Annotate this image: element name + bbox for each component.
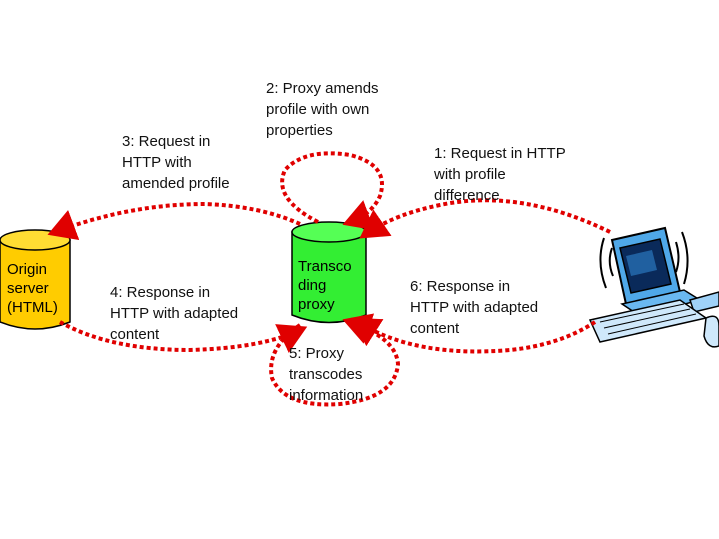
proxy-label-line: proxy <box>298 296 335 313</box>
step-5-label: 5: Proxy transcodes information <box>289 343 363 406</box>
step-6-line: content <box>410 320 460 337</box>
step-1-line: with profile <box>434 166 506 183</box>
step-5-line: information <box>289 387 364 404</box>
step-4-line: content <box>110 326 160 343</box>
arrow-3-request <box>47 201 301 240</box>
step-2-line: properties <box>266 122 333 139</box>
origin-server-label: Origin server (HTML) <box>7 260 58 317</box>
step-1-label: 1: Request in HTTP with profile differen… <box>434 143 566 206</box>
arrow-6-response <box>351 317 597 354</box>
step-2-label: 2: Proxy amends profile with own propert… <box>266 78 379 141</box>
step-3-line: amended profile <box>122 175 230 192</box>
computer-workstation-icon <box>588 226 719 348</box>
step-1-line: difference <box>434 187 500 204</box>
arrow-1-request <box>359 198 611 239</box>
step-1-line: 1: Request in HTTP <box>434 145 566 162</box>
step-3-line: HTTP with <box>122 154 192 171</box>
arrow-4-response <box>59 320 308 354</box>
proxy-label-line: Transco <box>298 258 352 275</box>
step-3-label: 3: Request in HTTP with amended profile <box>122 131 230 194</box>
step-4-line: 4: Response in <box>110 284 211 301</box>
origin-server-cylinder <box>0 229 71 330</box>
origin-label-line: (HTML) <box>7 299 58 316</box>
step-6-label: 6: Response in HTTP with adapted content <box>410 276 538 339</box>
origin-label-line: server <box>7 280 49 297</box>
step-6-line: 6: Response in <box>410 278 511 295</box>
proxy-label: Transco ding proxy <box>298 257 352 314</box>
step-6-line: HTTP with adapted <box>410 299 539 316</box>
arrow-5-transcode-loop <box>269 313 401 407</box>
step-4-label: 4: Response in HTTP with adapted content <box>110 282 238 345</box>
step-5-line: transcodes <box>289 366 363 383</box>
step-5-line: 5: Proxy <box>289 345 345 362</box>
step-3-line: 3: Request in <box>122 133 211 150</box>
arrow-2-amend-loop <box>280 151 384 231</box>
origin-label-line: Origin <box>7 261 48 278</box>
step-2-line: profile with own <box>266 101 370 118</box>
step-2-line: 2: Proxy amends <box>266 80 379 97</box>
proxy-label-line: ding <box>298 277 327 294</box>
step-4-line: HTTP with adapted <box>110 305 239 322</box>
